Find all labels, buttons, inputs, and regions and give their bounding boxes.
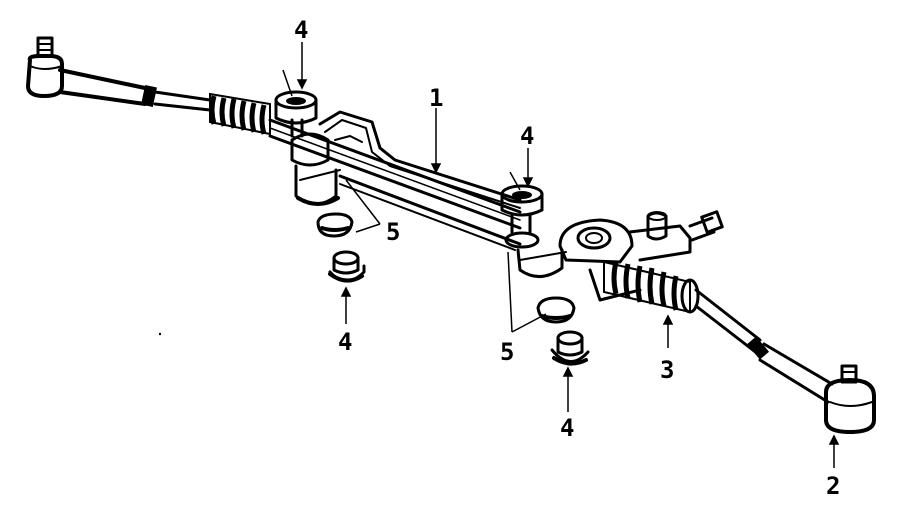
leader-lines	[282, 42, 840, 468]
callout-bushing-upper-mid: 4	[520, 122, 534, 150]
right-boot	[603, 260, 700, 314]
rack-housing	[268, 110, 522, 251]
callout-clamp-left: 5	[386, 218, 400, 246]
callout-outer-tie-rod-end: 2	[826, 472, 840, 500]
right-tie-rod-end	[694, 288, 876, 434]
middle-mount	[500, 184, 590, 366]
callout-bushing-lower-left: 4	[338, 328, 352, 356]
callout-clamp-mid: 5	[500, 338, 514, 366]
left-boot	[209, 92, 271, 136]
callout-bushing-lower-mid: 4	[560, 414, 574, 442]
left-tie-rod-end	[26, 36, 212, 112]
left-mount	[274, 90, 366, 283]
callout-boot: 3	[660, 356, 674, 384]
valve-body	[558, 210, 724, 302]
callout-bushing-upper-left: 4	[294, 16, 308, 44]
callout-rack-housing: 1	[429, 84, 443, 112]
scan-speck	[158, 332, 162, 336]
